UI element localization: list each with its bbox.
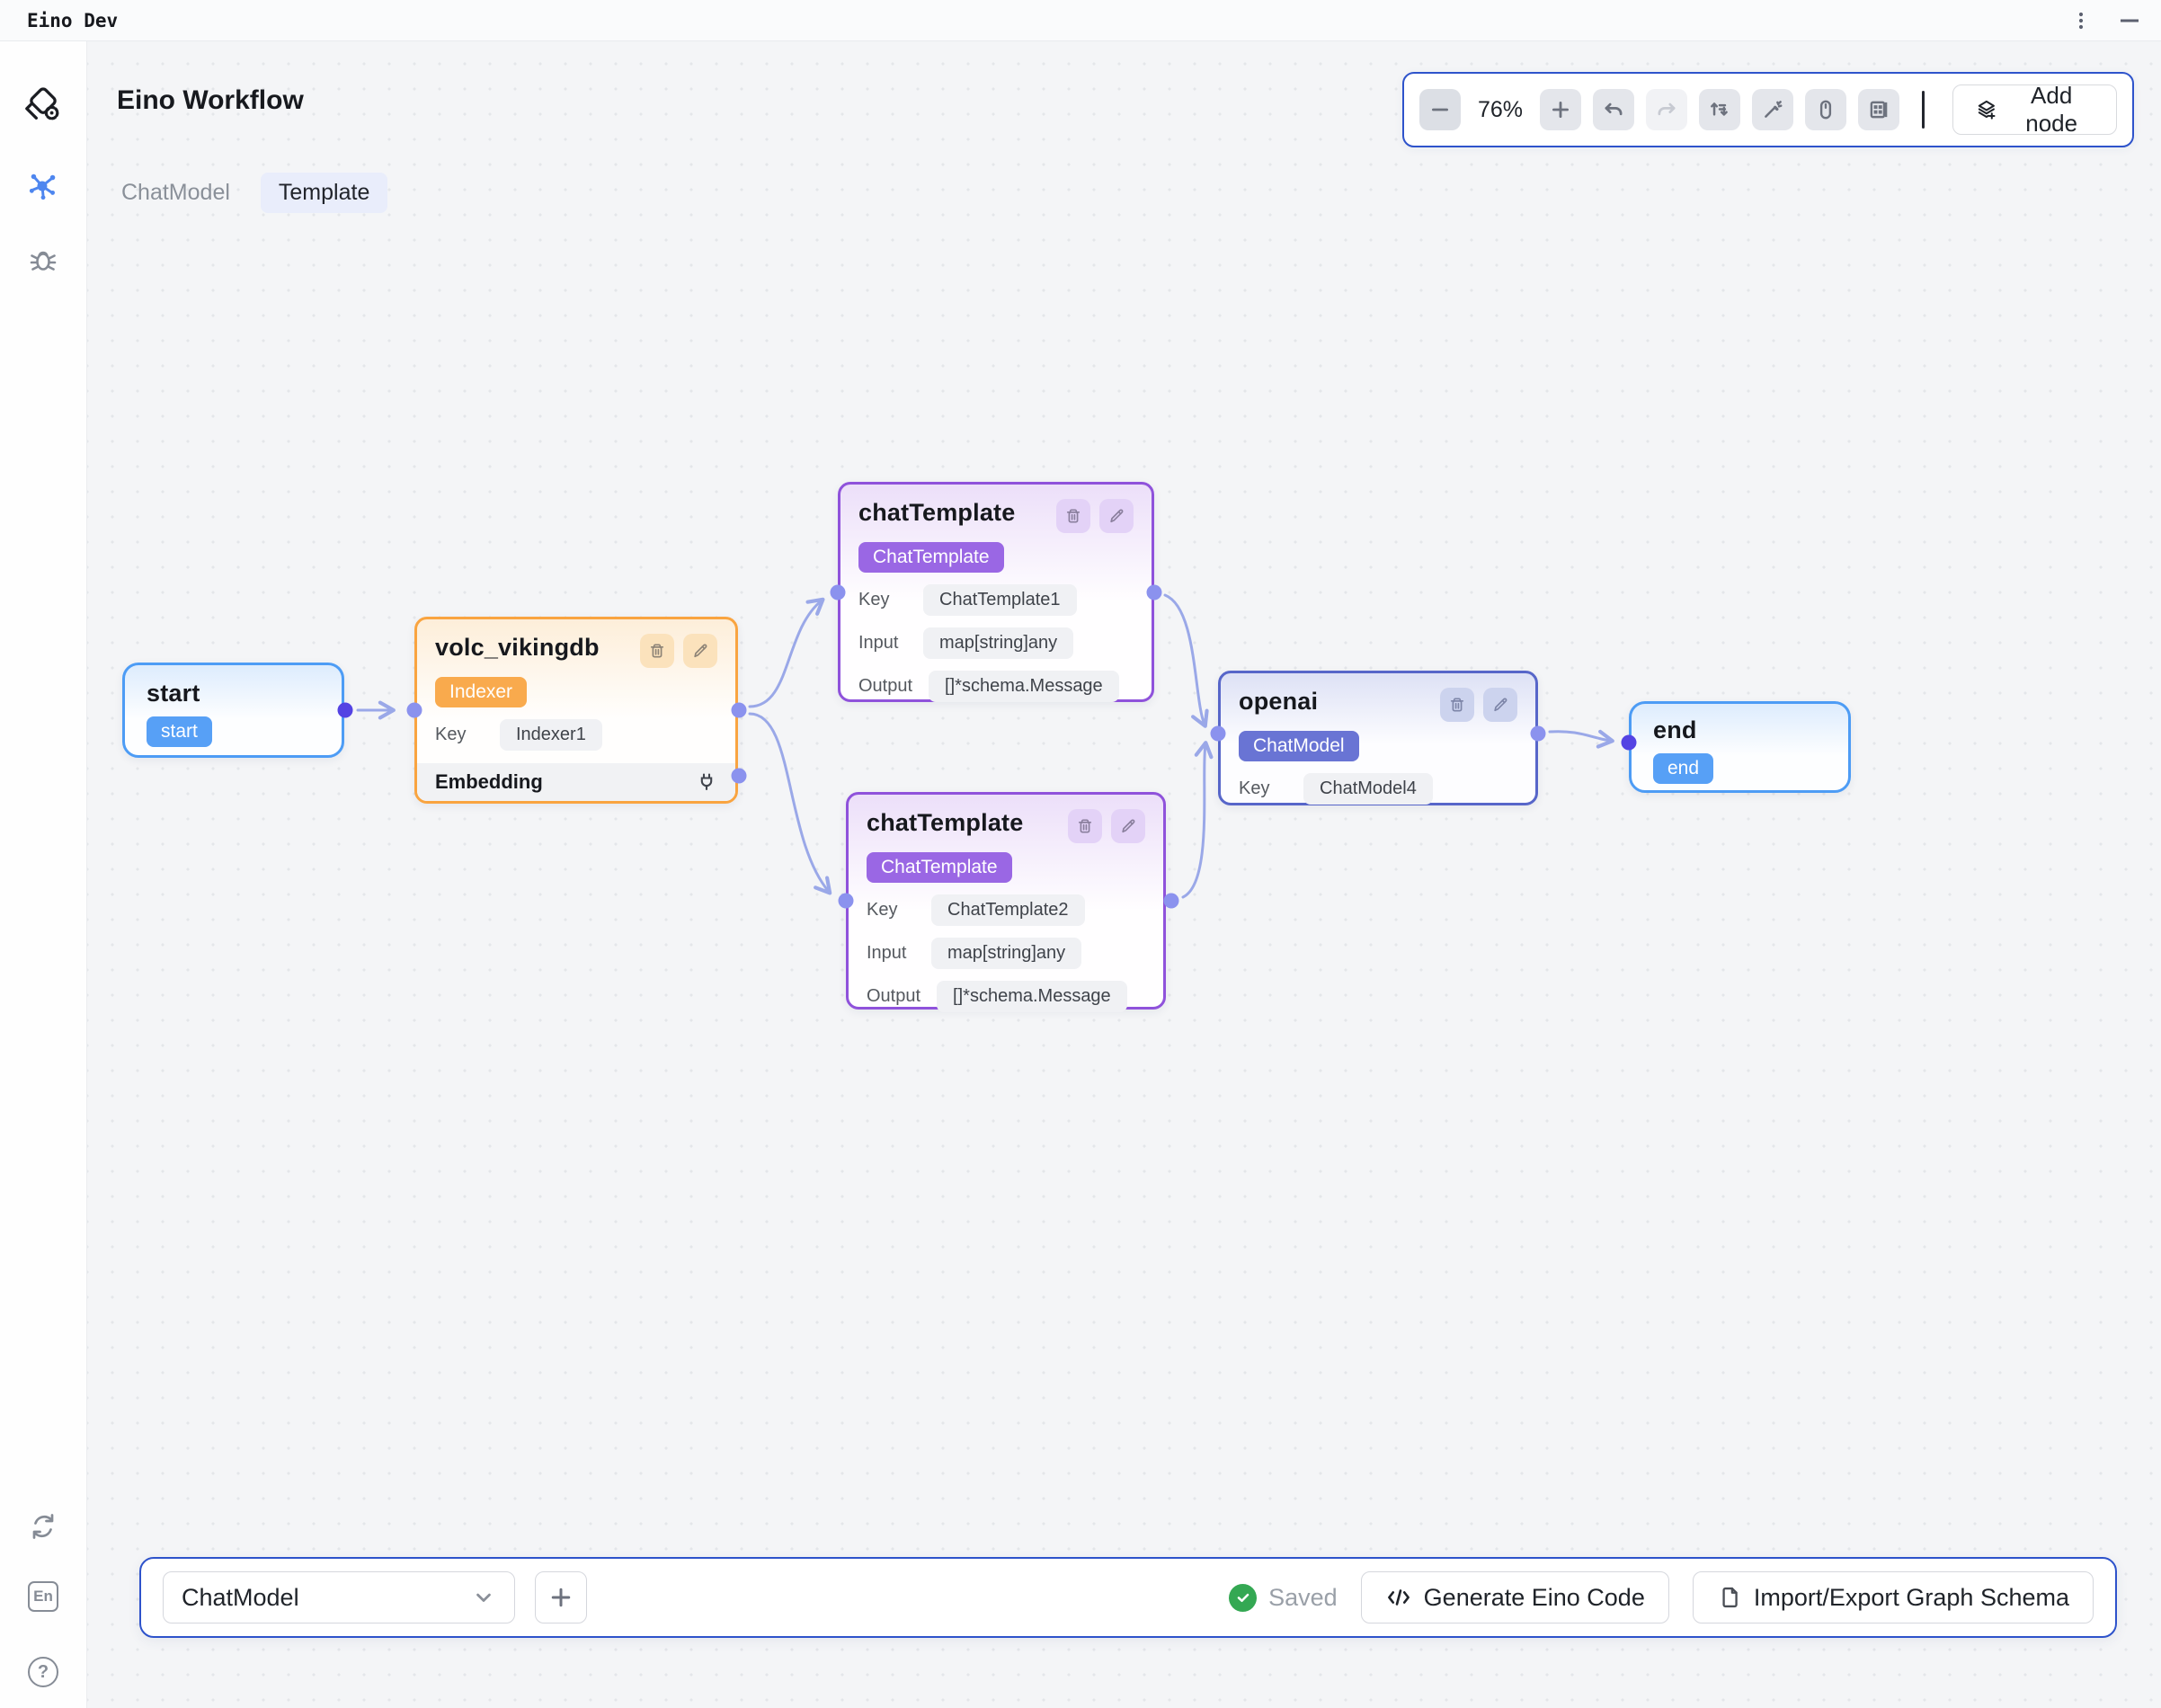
key-label: Key <box>435 725 467 744</box>
port-chat-template-1-out[interactable] <box>1146 584 1162 600</box>
minimap-button[interactable] <box>1858 89 1899 130</box>
output-value: []*schema.Message <box>937 981 1127 1012</box>
output-label: Output <box>858 676 913 696</box>
node-title: volc_vikingdb <box>435 634 600 661</box>
key-label: Key <box>867 900 898 920</box>
output-label: Output <box>867 986 921 1006</box>
input-value: map[string]any <box>931 938 1082 969</box>
mouse-mode-button[interactable] <box>1805 89 1846 130</box>
node-title: chatTemplate <box>858 499 1016 526</box>
delete-node-icon[interactable] <box>1056 499 1090 533</box>
add-graph-button[interactable] <box>535 1571 587 1623</box>
port-volc-in[interactable] <box>406 702 422 718</box>
plug-icon <box>700 773 713 791</box>
key-value: Indexer1 <box>500 719 602 751</box>
zoom-out-button[interactable] <box>1419 89 1461 130</box>
toolbar-divider <box>1922 91 1925 129</box>
port-volc-embedding[interactable] <box>731 768 747 784</box>
edit-node-icon[interactable] <box>1099 499 1134 533</box>
language-icon[interactable]: En <box>28 1581 58 1612</box>
node-openai[interactable]: openai ChatModel Key ChatModel4 <box>1218 671 1538 805</box>
code-icon <box>1387 1589 1410 1606</box>
port-openai-out[interactable] <box>1530 725 1546 742</box>
generate-code-label: Generate Eino Code <box>1423 1583 1645 1611</box>
node-type-badge: end <box>1653 753 1714 784</box>
auto-layout-button[interactable] <box>1699 89 1740 130</box>
port-start-out[interactable] <box>337 702 353 718</box>
chevron-down-icon <box>476 1593 491 1602</box>
input-value: map[string]any <box>923 627 1074 659</box>
zoom-level: 76% <box>1477 96 1524 122</box>
node-end[interactable]: end end <box>1629 701 1851 793</box>
delete-node-icon[interactable] <box>1440 688 1474 722</box>
import-export-button[interactable]: Import/Export Graph Schema <box>1692 1571 2094 1623</box>
app-title: Eino Dev <box>27 9 119 31</box>
tab-chatmodel[interactable]: ChatModel <box>121 180 230 205</box>
node-type-badge: start <box>147 716 212 747</box>
zoom-in-button[interactable] <box>1540 89 1581 130</box>
node-chat-template-2[interactable]: chatTemplate ChatTemplate Key ChatTempla… <box>846 792 1166 1012</box>
save-status: Saved <box>1229 1583 1338 1612</box>
port-chat-template-2-out[interactable] <box>1163 893 1179 909</box>
help-icon[interactable]: ? <box>28 1657 58 1687</box>
refresh-icon[interactable] <box>27 1510 59 1543</box>
redo-button[interactable] <box>1646 89 1687 130</box>
output-value: []*schema.Message <box>929 671 1119 702</box>
node-volc-vikingdb[interactable]: volc_vikingdb Indexer Key Indexer1 Embed… <box>414 617 738 804</box>
top-bar: Eino Dev <box>0 0 2161 41</box>
graph-select[interactable]: ChatModel <box>163 1571 515 1623</box>
document-icon <box>1722 1587 1738 1608</box>
node-title: end <box>1653 716 1697 743</box>
edit-node-icon[interactable] <box>683 634 717 668</box>
node-title: openai <box>1239 688 1319 715</box>
port-volc-out[interactable] <box>731 702 747 718</box>
sidebar-item-debug-icon[interactable] <box>27 244 59 276</box>
plus-icon <box>551 1588 571 1607</box>
page-title: Eino Workflow <box>117 85 304 115</box>
graph-select-value: ChatModel <box>182 1583 299 1611</box>
embedding-section[interactable]: Embedding <box>417 763 735 801</box>
key-value: ChatModel4 <box>1303 773 1433 805</box>
add-node-button[interactable]: Add node <box>1952 82 2117 137</box>
input-label: Input <box>867 943 907 963</box>
import-export-label: Import/Export Graph Schema <box>1753 1583 2069 1611</box>
delete-node-icon[interactable] <box>1068 809 1102 843</box>
key-label: Key <box>858 590 890 609</box>
kebab-menu-icon[interactable] <box>2069 9 2093 32</box>
left-sidebar: En ? <box>0 41 87 1708</box>
sidebar-item-workflow-icon[interactable] <box>26 169 60 203</box>
input-label: Input <box>858 633 899 653</box>
add-node-label: Add node <box>2025 82 2078 137</box>
canvas-toolbar: 76% <box>1402 72 2134 147</box>
edit-node-icon[interactable] <box>1483 688 1517 722</box>
node-start[interactable]: start start <box>122 663 344 758</box>
eino-logo-icon <box>22 84 64 125</box>
bottom-action-bar: ChatModel Saved Generate Eino Code Impor… <box>139 1557 2117 1638</box>
saved-label: Saved <box>1268 1583 1338 1611</box>
port-openai-in[interactable] <box>1210 725 1226 742</box>
node-type-badge: ChatTemplate <box>867 852 1012 883</box>
delete-node-icon[interactable] <box>640 634 674 668</box>
node-type-badge: Indexer <box>435 677 528 707</box>
edit-node-icon[interactable] <box>1111 809 1145 843</box>
node-type-badge: ChatTemplate <box>858 542 1004 573</box>
check-icon <box>1229 1583 1258 1612</box>
minimize-icon[interactable] <box>2118 9 2141 32</box>
port-chat-template-2-in[interactable] <box>838 893 854 909</box>
port-chat-template-1-in[interactable] <box>830 584 846 600</box>
port-end-in[interactable] <box>1621 734 1637 751</box>
key-value: ChatTemplate2 <box>931 894 1085 926</box>
graph-tabs: ChatModel Template <box>118 173 388 213</box>
undo-button[interactable] <box>1593 89 1634 130</box>
layers-plus-icon <box>1978 100 1996 120</box>
tab-template[interactable]: Template <box>260 173 388 213</box>
node-title: chatTemplate <box>867 809 1024 836</box>
key-label: Key <box>1239 778 1270 798</box>
generate-code-button[interactable]: Generate Eino Code <box>1360 1571 1669 1623</box>
node-type-badge: ChatModel <box>1239 731 1359 761</box>
node-title: start <box>147 680 200 707</box>
magic-wand-button[interactable] <box>1752 89 1793 130</box>
key-value: ChatTemplate1 <box>923 584 1077 616</box>
node-chat-template-1[interactable]: chatTemplate ChatTemplate Key ChatTempla… <box>838 482 1154 702</box>
